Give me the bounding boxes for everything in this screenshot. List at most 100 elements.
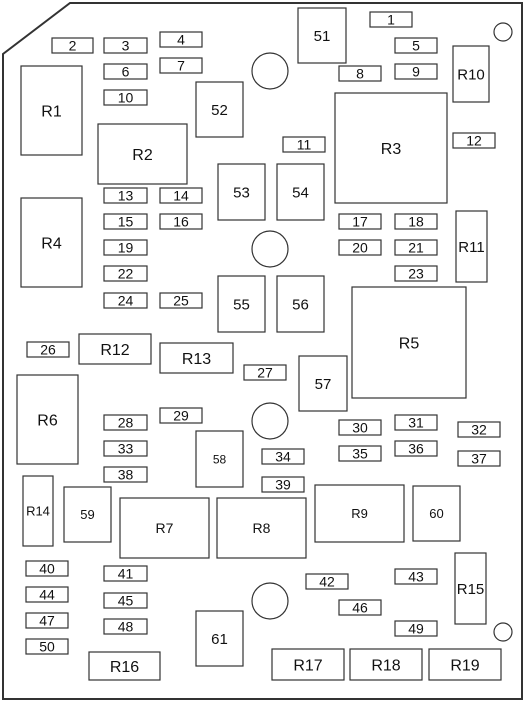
fuse-15-body <box>103 213 148 230</box>
fuse-31: 31 <box>394 414 438 431</box>
relay-r17-label: R17 <box>293 657 322 674</box>
fuse-6: 6 <box>103 63 148 80</box>
relay-r2-body <box>97 123 188 185</box>
fuse-40: 40 <box>25 560 69 577</box>
fuse-11: 11 <box>282 136 326 153</box>
relay-r2-label: R2 <box>132 147 153 164</box>
fuse-48: 48 <box>103 618 148 635</box>
relay-r12-label: R12 <box>100 342 129 359</box>
fuse-58: 58 <box>195 430 244 488</box>
fuse-37-label: 37 <box>471 451 487 467</box>
relay-r5-body <box>351 286 467 399</box>
fuse-6-label: 6 <box>122 64 130 80</box>
fuse-10: 10 <box>103 89 148 106</box>
fuse-23-label: 23 <box>408 266 424 282</box>
relay-r4-label: R4 <box>41 235 62 252</box>
fuse-40-body <box>25 560 69 577</box>
relay-r10-body <box>452 45 490 103</box>
fuse-30-label: 30 <box>352 420 368 436</box>
fuse-61-label: 61 <box>211 631 228 648</box>
relay-r6: R6 <box>16 374 79 465</box>
fuse-3: 3 <box>103 37 148 54</box>
fuse-59-body <box>63 486 112 543</box>
fuse-19-body <box>103 239 148 256</box>
relay-r10: R10 <box>452 45 490 103</box>
fuse-8-body <box>338 65 382 82</box>
fuse-55-label: 55 <box>233 296 250 313</box>
fuse-25-body <box>159 292 203 309</box>
fuse-16: 16 <box>159 213 203 230</box>
fuse-47-label: 47 <box>39 613 55 629</box>
relay-r9-label: R9 <box>351 506 368 521</box>
fuse-24: 24 <box>103 292 148 309</box>
fuse-27-body <box>243 364 287 381</box>
fuse-49: 49 <box>394 620 438 637</box>
fuse-56: 56 <box>276 275 325 333</box>
fuse-26: 26 <box>26 341 70 358</box>
fuse-13-label: 13 <box>118 188 134 204</box>
fuse-6-body <box>103 63 148 80</box>
fuse-1-body <box>369 11 413 28</box>
relay-r1: R1 <box>20 65 83 156</box>
fuse-33-body <box>103 440 148 457</box>
relay-r14-label: R14 <box>26 504 50 519</box>
relay-r17: R17 <box>271 648 345 681</box>
fuse-36: 36 <box>394 440 438 457</box>
fuse-27: 27 <box>243 364 287 381</box>
relay-r12: R12 <box>78 333 152 365</box>
fuse-5: 5 <box>394 37 438 54</box>
mounting-hole-small <box>493 622 513 642</box>
fuse-56-body <box>276 275 325 333</box>
fuse-26-label: 26 <box>40 342 56 358</box>
fuse-2: 2 <box>51 37 94 54</box>
relay-r19-label: R19 <box>450 657 479 674</box>
fuse-60-label: 60 <box>429 506 443 521</box>
fuse-44-label: 44 <box>39 587 55 603</box>
fuse-9: 9 <box>394 63 438 80</box>
fuse-54-body <box>276 163 325 221</box>
fuse-44-body <box>25 586 69 603</box>
fuse-58-label: 58 <box>213 452 227 466</box>
relay-r4-body <box>20 197 83 288</box>
fuse-45: 45 <box>103 592 148 609</box>
relay-r3-body <box>334 92 448 204</box>
fuse-19: 19 <box>103 239 148 256</box>
relay-r18-body <box>349 648 423 681</box>
fuse-25: 25 <box>159 292 203 309</box>
relay-r2: R2 <box>97 123 188 185</box>
fuse-1-label: 1 <box>387 12 395 28</box>
fuse-12-label: 12 <box>466 133 482 149</box>
relay-r15-label: R15 <box>457 581 485 598</box>
relay-r13-label: R13 <box>182 351 211 368</box>
fuse-43: 43 <box>394 568 438 585</box>
fuse-9-body <box>394 63 438 80</box>
fuse-43-label: 43 <box>408 569 424 585</box>
fuse-45-label: 45 <box>118 593 134 609</box>
fuse-4-body <box>159 31 203 48</box>
relay-r10-label: R10 <box>457 66 485 83</box>
fuse-37-body <box>457 450 501 467</box>
fuse-18-body <box>394 213 438 230</box>
fuse-39: 39 <box>261 476 305 493</box>
fuse-2-body <box>51 37 94 54</box>
relay-r14-body <box>22 475 54 547</box>
fuse-18-label: 18 <box>408 214 424 230</box>
fuse-61: 61 <box>195 610 244 667</box>
fuse-12-body <box>452 132 496 149</box>
fuse-54: 54 <box>276 163 325 221</box>
fuse-5-label: 5 <box>412 38 420 54</box>
fuse-14-label: 14 <box>173 188 189 204</box>
fuse-42: 42 <box>305 573 349 590</box>
fuse-50-label: 50 <box>39 639 55 655</box>
relay-r11-body <box>455 210 488 283</box>
fuse-30: 30 <box>338 419 382 436</box>
relay-r11-label: R11 <box>458 239 484 256</box>
relay-r15: R15 <box>454 552 487 625</box>
fuse-8-label: 8 <box>356 66 364 82</box>
relay-r9-body <box>314 484 405 543</box>
fuse-37: 37 <box>457 450 501 467</box>
mounting-hole <box>251 52 289 90</box>
fuse-20-body <box>338 239 382 256</box>
fuse-51: 51 <box>297 7 347 64</box>
fuse-51-body <box>297 7 347 64</box>
